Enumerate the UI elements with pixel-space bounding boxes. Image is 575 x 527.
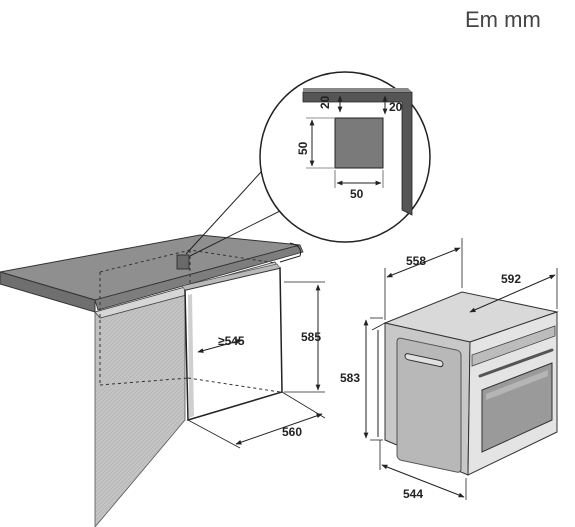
detail-vent [334,117,384,169]
gap-right-label: 20 [389,100,403,114]
oven-group [371,291,559,476]
vent-cutout [176,254,190,270]
vent-width-label: 50 [350,187,364,201]
cabinet-group [0,234,304,527]
niche-dimensions: ≥545 585 560 [187,281,326,449]
cabinet-side-panel [94,286,186,527]
oven-window [481,362,553,453]
oven-height-label: 583 [340,371,360,385]
oven-front-handle [478,348,554,378]
niche-height-label: 585 [301,330,321,344]
oven-control-strip [471,325,556,367]
vent-height-label: 50 [296,141,310,155]
gap-left-label: 20 [318,95,332,109]
niche-width-label: 560 [282,425,302,439]
oven-handle [404,353,444,368]
niche-depth-label: ≥545 [218,334,245,348]
oven-depth-label: 558 [406,254,426,268]
detail-callout: 20 20 50 50 [185,71,431,257]
oven-dimensions: 558 592 583 544 [340,238,558,501]
unit-label: Em mm [465,7,541,32]
oven-width-bottom-label: 544 [403,487,423,501]
oven-width-top-label: 592 [501,272,521,286]
countertop-right-edge [94,244,304,311]
